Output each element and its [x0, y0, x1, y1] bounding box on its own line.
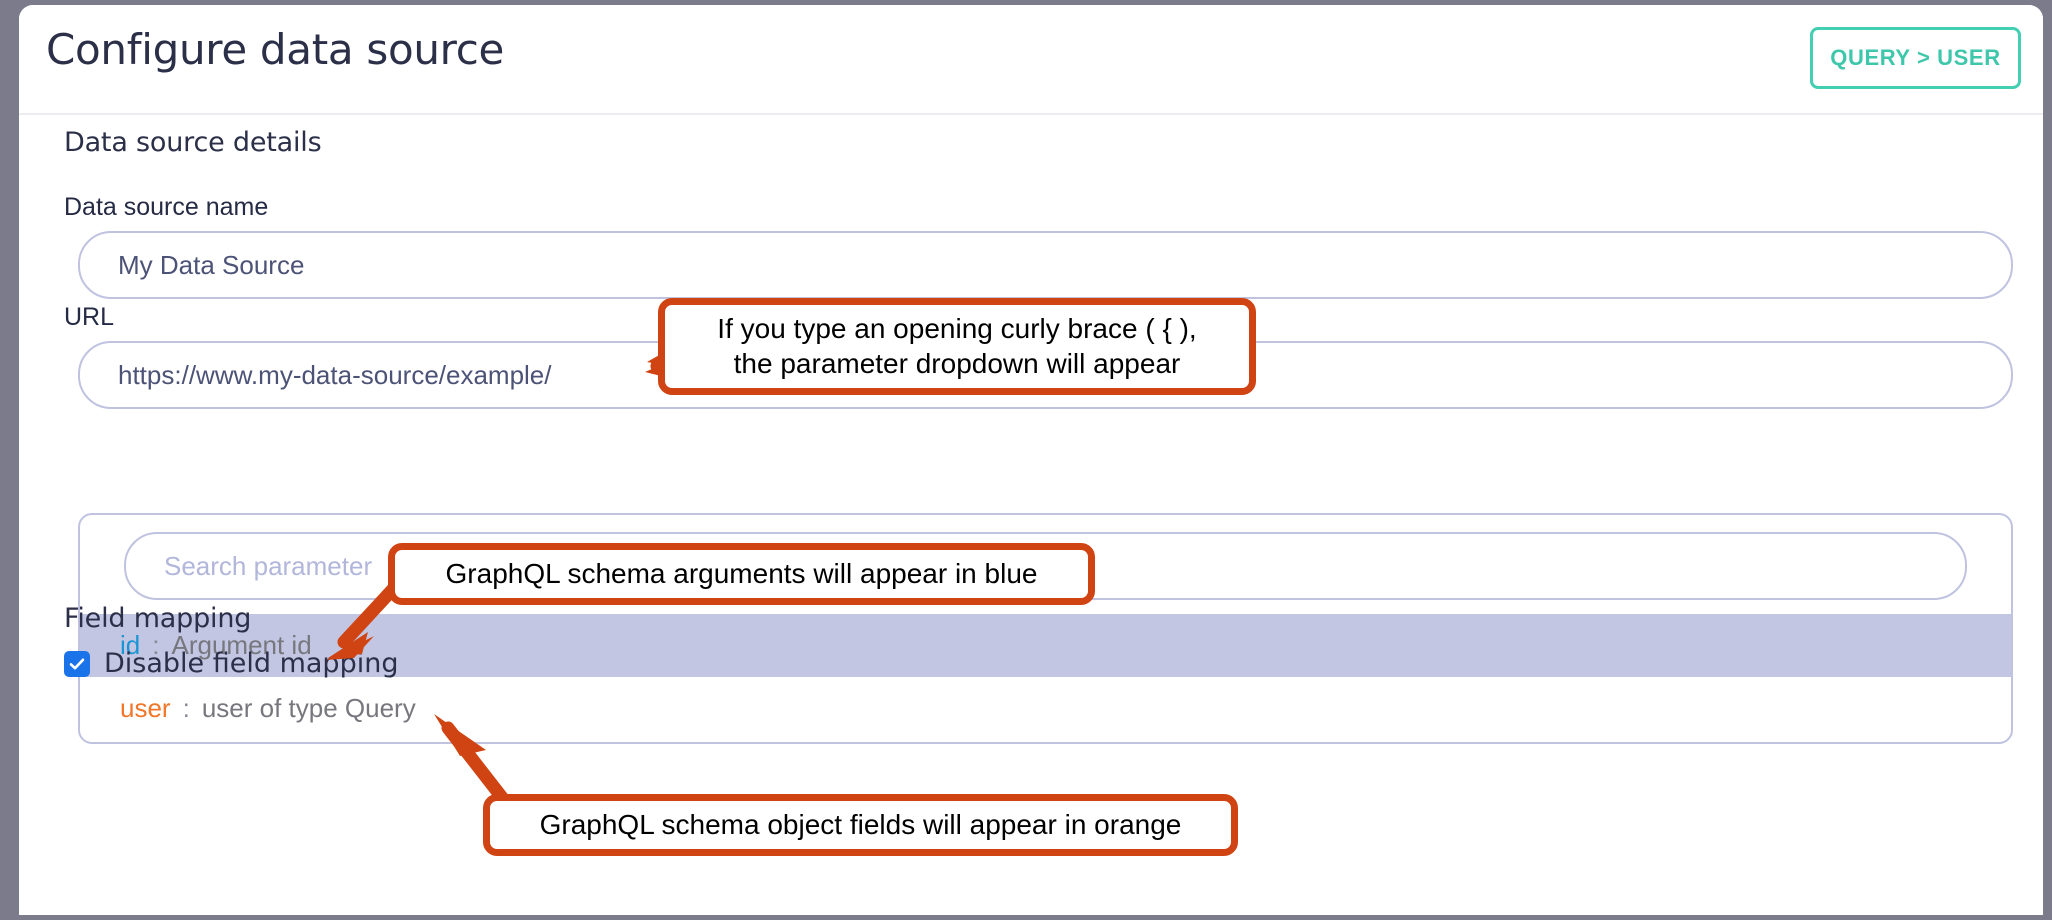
page-title: Configure data source: [46, 25, 505, 74]
label-url: URL: [64, 303, 115, 331]
label-data-source-name: Data source name: [64, 193, 269, 221]
callout-curly-brace: If you type an opening curly brace ( { )…: [658, 298, 1256, 395]
param-name-user: user: [120, 693, 171, 723]
callout-arguments-blue: GraphQL schema arguments will appear in …: [388, 543, 1095, 605]
callout-line-1: If you type an opening curly brace ( { )…: [717, 313, 1197, 345]
callout-line-2: the parameter dropdown will appear: [733, 347, 1181, 379]
data-source-name-input[interactable]: My Data Source: [78, 231, 2013, 299]
section-title-field-mapping: Field mapping: [64, 603, 252, 634]
list-item[interactable]: user : user of type Query: [80, 677, 2011, 740]
param-separator: :: [182, 693, 190, 723]
callout-text: GraphQL schema arguments will appear in …: [445, 557, 1038, 589]
callout-text: GraphQL schema object fields will appear…: [539, 808, 1182, 840]
param-description-id: Argument id: [171, 630, 312, 660]
param-separator: :: [152, 630, 160, 660]
disable-field-mapping-label: Disable field mapping: [104, 648, 399, 679]
disable-field-mapping-row[interactable]: Disable field mapping: [64, 648, 398, 679]
callout-fields-orange: GraphQL schema object fields will appear…: [483, 794, 1238, 856]
param-name-id: id: [120, 630, 141, 660]
dialog-header: Configure data source QUERY > USER: [19, 5, 2043, 115]
query-user-button[interactable]: QUERY > USER: [1810, 27, 2021, 89]
checkbox-checked-icon[interactable]: [64, 650, 90, 677]
section-title-data-source-details: Data source details: [64, 127, 322, 158]
dialog-card: Configure data source QUERY > USER Data …: [19, 5, 2043, 915]
param-description-user: user of type Query: [201, 693, 416, 723]
